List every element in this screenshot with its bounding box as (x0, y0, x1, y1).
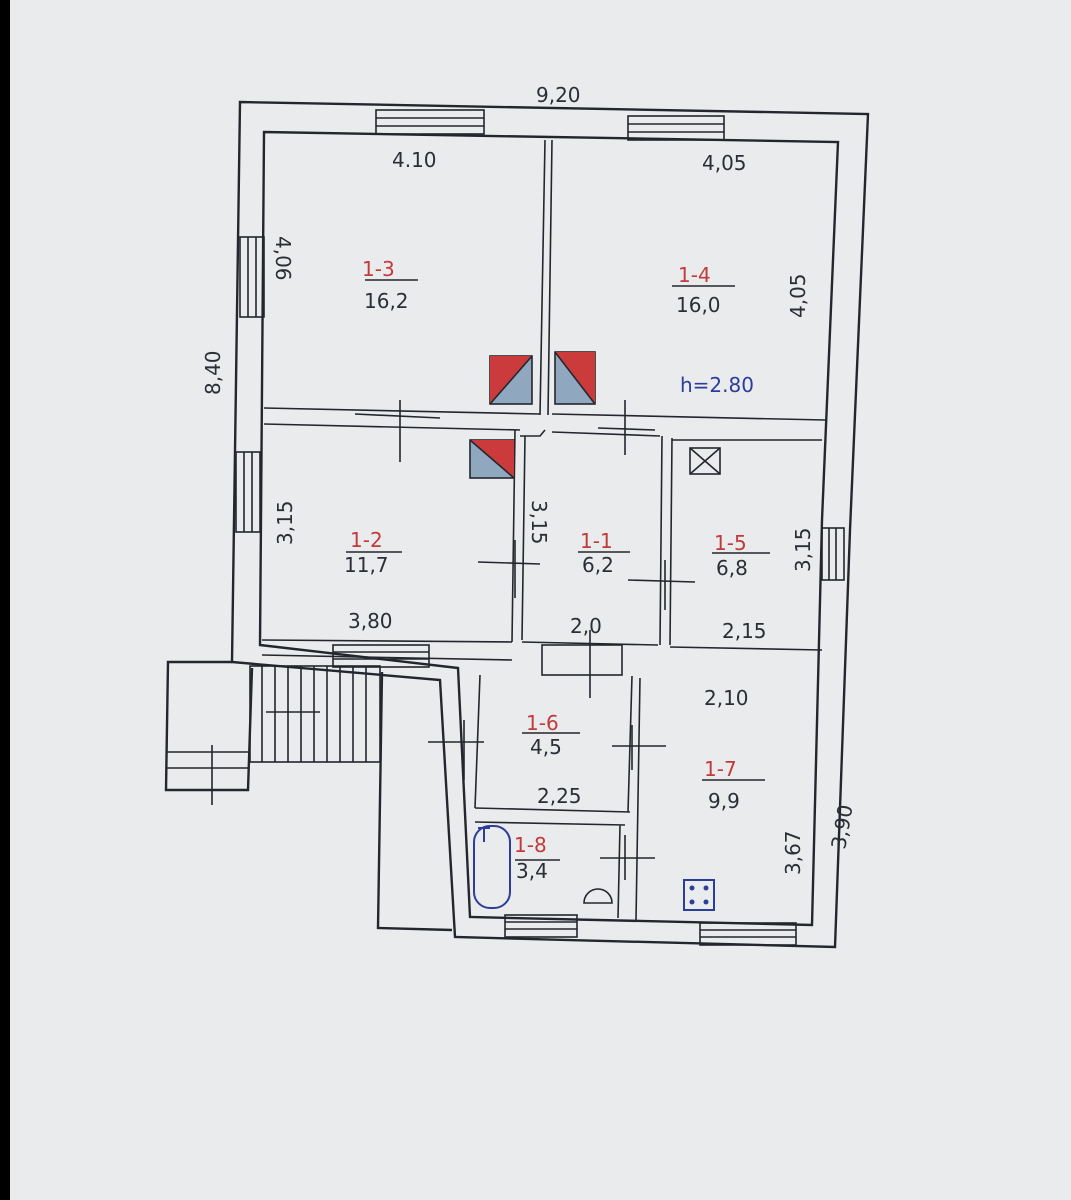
room-1-3-id: 1-3 (362, 257, 395, 281)
room-1-2-width: 3,80 (348, 609, 393, 633)
toilet-icon (583, 888, 613, 904)
room-1-5-area: 6,8 (716, 556, 748, 580)
cooker-icon (683, 879, 715, 911)
room-1-1-depth: 3,15 (527, 500, 551, 545)
room-1-3-area: 16,2 (364, 289, 409, 313)
overall-width-label: 9,20 (536, 83, 581, 107)
room-1-2-area: 11,7 (344, 553, 389, 577)
room-1-6-area: 4,5 (530, 735, 562, 759)
paper-sheet (10, 0, 1071, 1200)
ventilation-icon (689, 447, 721, 475)
room-1-6-id: 1-6 (526, 711, 559, 735)
stove-1-4 (554, 351, 596, 405)
room-1-3-depth: 4,06 (271, 236, 295, 281)
room-1-2-id: 1-2 (350, 528, 383, 552)
room-1-1-width: 2,0 (570, 614, 602, 638)
fraction-bars (346, 279, 770, 861)
room-1-5-width: 2,15 (722, 619, 767, 643)
room-1-6-width: 2,25 (537, 784, 582, 808)
room-1-4-area: 16,0 (676, 293, 721, 317)
ceiling-height-label: h=2.80 (680, 373, 754, 397)
room-1-5-depth: 3,15 (791, 527, 815, 572)
room-1-1-area: 6,2 (582, 553, 614, 577)
room-1-4-depth: 4,05 (786, 273, 810, 318)
room-1-7-area: 9,9 (708, 789, 740, 813)
annex-depth-label: 3,90 (826, 803, 857, 851)
bathtub-icon (473, 825, 511, 909)
windows (235, 109, 845, 946)
overall-depth-label: 8,40 (201, 350, 225, 395)
room-1-7-id: 1-7 (704, 757, 737, 781)
interior-walls (261, 139, 826, 921)
stove-1-3 (489, 355, 533, 405)
stove-1-2 (469, 439, 515, 479)
room-1-4-id: 1-4 (678, 263, 711, 287)
room-1-1-id: 1-1 (580, 529, 613, 553)
room-1-7-depth: 3,67 (781, 830, 805, 875)
outer-walls (164, 100, 870, 949)
room-1-2-depth: 3,15 (273, 500, 297, 545)
room-1-8-id: 1-8 (514, 833, 547, 857)
room-1-8-area: 3,4 (516, 859, 548, 883)
stairs (166, 665, 381, 805)
room-1-4-width: 4,05 (702, 151, 747, 175)
door-marks (354, 400, 696, 880)
room-1-7-width: 2,10 (704, 686, 749, 710)
room-1-3-width: 4.10 (392, 148, 437, 172)
room-1-5-id: 1-5 (714, 531, 747, 555)
